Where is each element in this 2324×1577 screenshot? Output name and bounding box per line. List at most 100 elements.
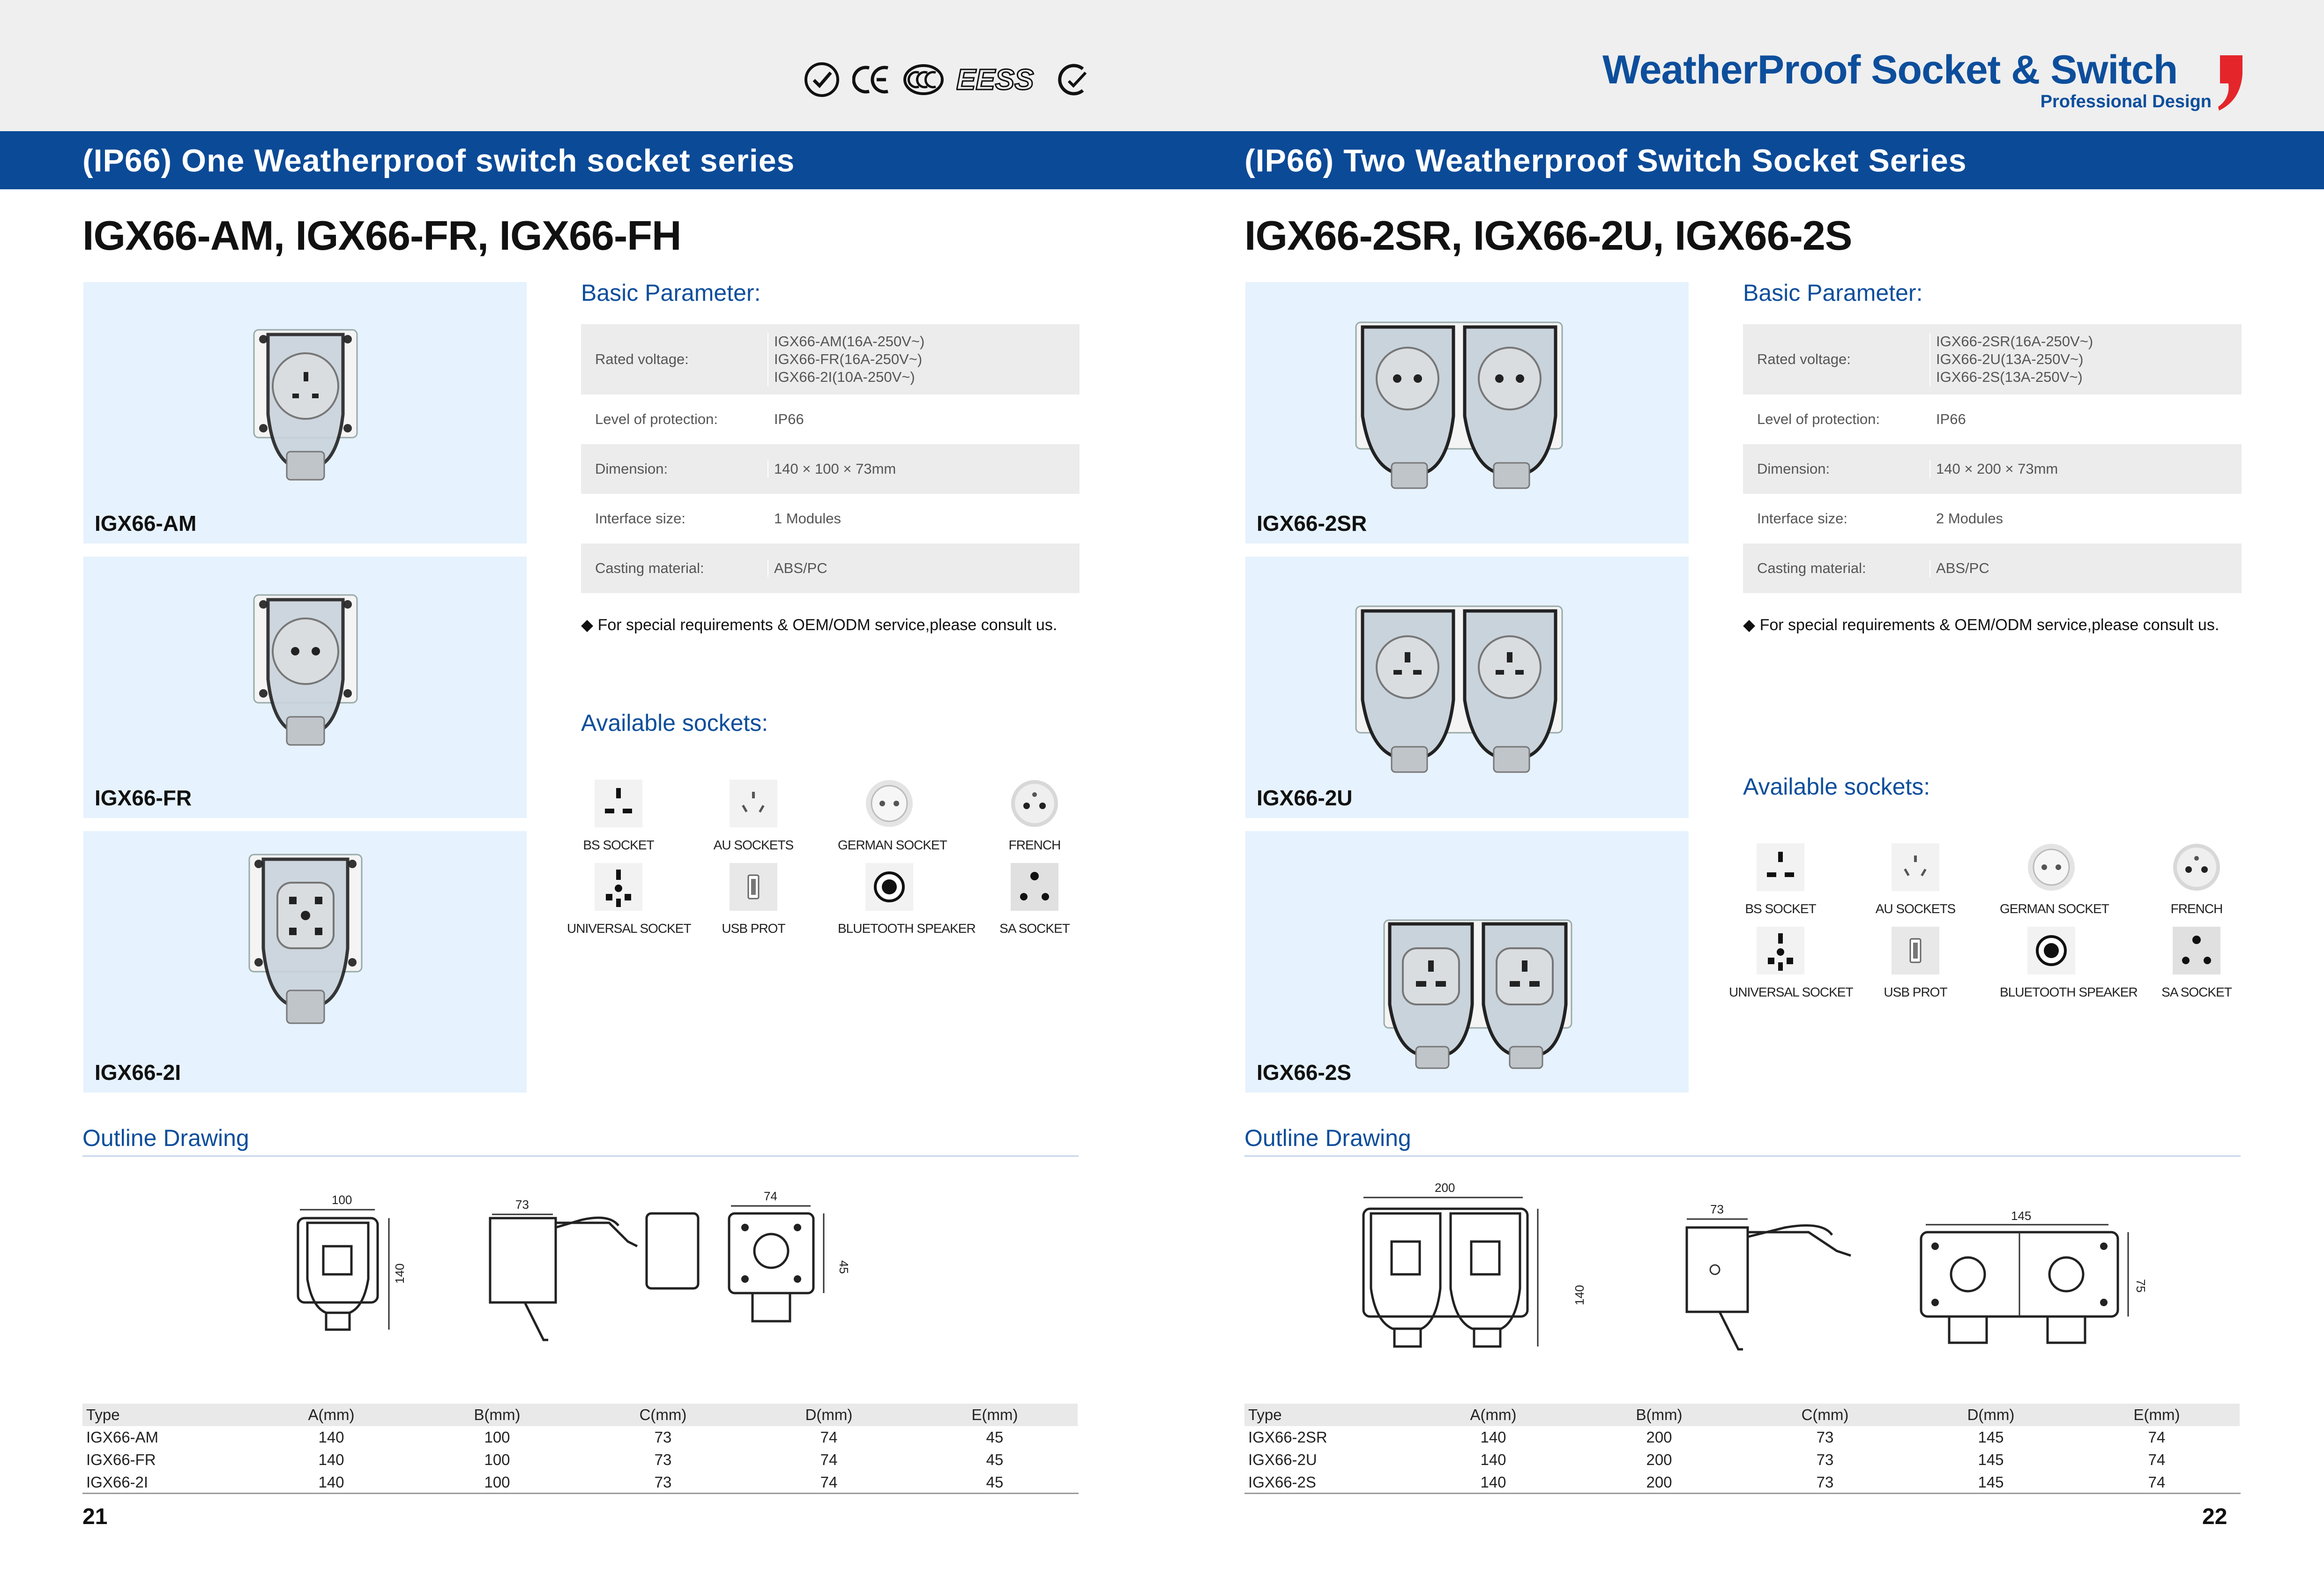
socket-option: UNIVERSAL SOCKET	[567, 861, 692, 936]
usb-port-icon	[1864, 925, 1967, 976]
universal-socket-icon	[1729, 925, 1832, 976]
oem-note: ◆ For special requirements & OEM/ODM ser…	[1743, 616, 2220, 634]
product-name: IGX66-2I	[95, 1060, 181, 1085]
table-header-cell: C(mm)	[639, 1406, 687, 1423]
rated-voltage-line: IGX66-AM(16A-250V~)	[774, 333, 925, 350]
table-cell: 100	[484, 1473, 510, 1491]
table-cell: 45	[986, 1428, 1004, 1446]
socket-label: UNIVERSAL SOCKET	[567, 921, 692, 936]
table-cell: 200	[1646, 1473, 1672, 1491]
socket-option: USB PROT	[702, 861, 805, 936]
table-cell: 140	[318, 1428, 344, 1446]
socket-label: BLUETOOTH SPEAKER	[2000, 985, 2138, 999]
section-band	[0, 131, 2324, 189]
socket-option: USB PROT	[1864, 925, 1967, 1000]
table-cell: IGX66-AM	[86, 1428, 159, 1446]
parameter-row: Dimension: 140 × 200 × 73mm	[1743, 444, 2242, 494]
table-header-cell: D(mm)	[1967, 1406, 2015, 1423]
parameter-label: Interface size:	[595, 510, 685, 527]
bluetooth-speaker-icon	[2000, 925, 2103, 976]
table-cell: 140	[1480, 1451, 1506, 1468]
parameter-row: Interface size: 2 Modules	[1743, 494, 2242, 543]
parameter-label: Casting material:	[595, 560, 704, 576]
available-sockets-heading: Available sockets:	[1743, 774, 1930, 800]
table-cell: 73	[1816, 1451, 1834, 1468]
table-cell: 145	[1978, 1473, 2004, 1491]
certification-marks: EESS	[804, 61, 1090, 98]
socket-label: BLUETOOTH SPEAKER	[838, 921, 976, 936]
universal-socket-icon	[567, 861, 670, 913]
parameter-row: Casting material: ABS/PC	[581, 543, 1080, 593]
socket-label: UNIVERSAL SOCKET	[1729, 985, 1854, 999]
parameter-label: Rated voltage:	[595, 351, 689, 367]
table-cell: 74	[820, 1428, 838, 1446]
socket-option: SA SOCKET	[983, 861, 1086, 936]
table-cell: 140	[318, 1451, 344, 1468]
eess-text: EESS	[956, 64, 1034, 96]
product-photo-card: IGX66-2SR	[1245, 282, 1689, 543]
german-socket-icon	[2000, 841, 2103, 893]
table-cell: 74	[2148, 1428, 2166, 1446]
socket-option: UNIVERSAL SOCKET	[1729, 925, 1854, 1000]
table-cell: 100	[484, 1428, 510, 1446]
socket-option: SA SOCKET	[2145, 925, 2248, 1000]
brand-title: WeatherProof Socket & Switch	[1602, 47, 2178, 92]
ce-mark-icon	[852, 66, 888, 94]
parameter-value: 1 Modules	[767, 510, 1080, 528]
available-sockets-heading: Available sockets:	[581, 710, 768, 736]
parameter-value: 140 × 200 × 73mm	[1929, 460, 2242, 478]
double-socket-photo	[1355, 605, 1563, 773]
table-cell: 73	[1816, 1428, 1834, 1446]
outline-drawing-rear: 145 75	[1920, 1209, 2146, 1344]
table-header-cell: Type	[1248, 1406, 1282, 1423]
parameter-label: Rated voltage:	[1757, 351, 1851, 367]
double-socket-photo	[1383, 919, 1572, 1069]
product-photo-card: IGX66-2S	[1245, 831, 1689, 1093]
bs-socket-icon	[567, 778, 670, 829]
dim-depth-label: 73	[1710, 1202, 1724, 1216]
au-socket-icon	[702, 778, 805, 829]
rated-voltage-line: IGX66-2S(13A-250V~)	[1936, 369, 2083, 385]
table-header-cell: B(mm)	[1636, 1406, 1683, 1423]
outline-drawing-rear: 74 45	[728, 1190, 851, 1323]
oem-note: ◆ For special requirements & OEM/ODM ser…	[581, 616, 1058, 634]
socket-label: BS SOCKET	[1745, 901, 1816, 916]
table-cell: IGX66-2I	[86, 1473, 149, 1491]
table-header-cell: E(mm)	[971, 1406, 1018, 1423]
table-header-cell: Type	[86, 1406, 120, 1423]
parameter-row: Rated voltage: IGX66-AM(16A-250V~) IGX66…	[581, 324, 1080, 394]
ccc-logo-icon	[903, 64, 944, 95]
eess-logo: EESS	[956, 63, 1035, 96]
parameter-row: Level of protection: IP66	[581, 394, 1080, 444]
table-cell: 45	[986, 1473, 1004, 1491]
outline-drawing-side: 73	[1685, 1202, 1851, 1351]
product-photo-card: IGX66-2U	[1245, 557, 1689, 818]
table-cell: 74	[820, 1451, 838, 1468]
socket-label: GERMAN SOCKET	[838, 838, 947, 852]
parameter-value: IP66	[767, 410, 1080, 428]
page-number: 22	[2202, 1504, 2227, 1529]
socket-label: GERMAN SOCKET	[2000, 901, 2109, 916]
table-cell: 100	[484, 1451, 510, 1468]
regulatory-c-tick-icon	[1058, 64, 1087, 96]
socket-option: BLUETOOTH SPEAKER	[838, 861, 976, 936]
table-cell: IGX66-FR	[86, 1451, 156, 1468]
socket-option: AU SOCKETS	[702, 778, 805, 853]
dim-rear-height-label: 45	[837, 1260, 851, 1274]
outline-drawing-heading: Outline Drawing	[1244, 1125, 1411, 1151]
rated-voltage-line: IGX66-FR(16A-250V~)	[774, 351, 923, 367]
page-number: 21	[82, 1504, 108, 1529]
left-band-title: (IP66) One Weatherproof switch socket se…	[82, 143, 795, 179]
rated-voltage-line: IGX66-2U(13A-250V~)	[1936, 351, 2084, 367]
product-name: IGX66-2SR	[1257, 511, 1367, 536]
socket-label: FRENCH	[2170, 901, 2223, 916]
table-row: IGX66-AM 140 100 73 74 45	[82, 1426, 1078, 1449]
table-cell: 145	[1978, 1451, 2004, 1468]
single-socket-photo	[253, 594, 358, 746]
dim-rear-width-label: 145	[2011, 1209, 2031, 1223]
product-name: IGX66-FR	[95, 786, 192, 810]
parameter-label: Casting material:	[1757, 560, 1866, 576]
parameter-row: Rated voltage: IGX66-2SR(16A-250V~) IGX6…	[1743, 324, 2242, 394]
divider	[82, 1493, 1079, 1494]
table-header-cell: C(mm)	[1801, 1406, 1849, 1423]
